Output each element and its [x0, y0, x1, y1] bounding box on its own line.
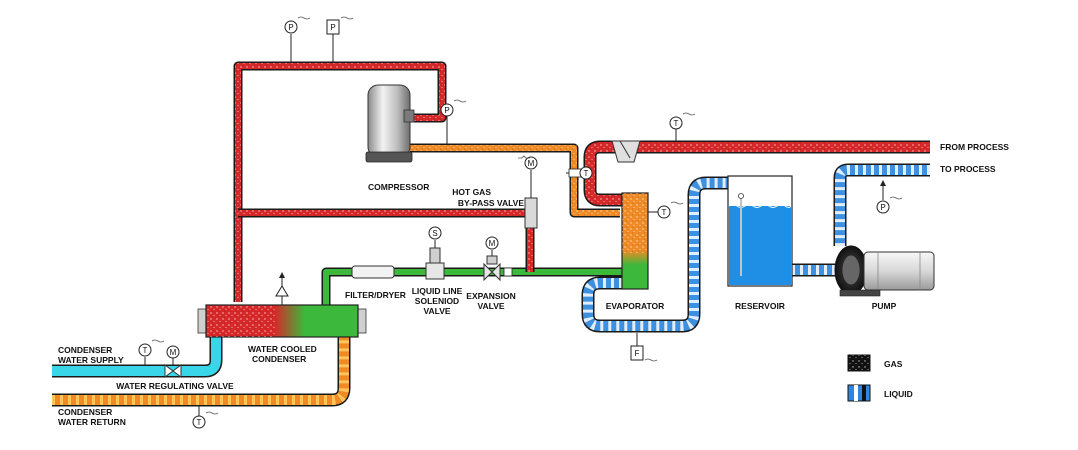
pressure-gauge-suction: P — [440, 99, 467, 144]
legend-liquid-label: LIQUID — [884, 389, 913, 399]
flow-icon — [630, 345, 644, 361]
pressure-gauge-discharge: P — [284, 16, 311, 62]
reservoir-label: RESERVOIR — [735, 301, 785, 311]
condenser-supply-fill — [52, 333, 221, 376]
svg-text:P: P — [330, 23, 335, 32]
svg-text:M: M — [528, 159, 535, 168]
legend: GAS LIQUID — [847, 354, 913, 402]
temperature-icon — [579, 166, 593, 180]
temperature-icon — [192, 415, 206, 429]
condenser-water-return-pipe — [52, 333, 351, 407]
compressor-label: COMPRESSOR — [368, 182, 429, 192]
temperature-icon — [657, 205, 671, 219]
regulating-motor-icon — [166, 345, 180, 359]
compressor: COMPRESSOR — [365, 84, 429, 192]
condenser-label-2: CONDENSER — [252, 354, 306, 364]
hot-gas-bypass-valve: M HOT GAS BY-PASS VALVE — [452, 155, 538, 229]
temperature-sensor-process-return: T — [669, 112, 696, 141]
svg-text:T: T — [143, 346, 148, 355]
filter-dryer-label: FILTER/DRYER — [345, 290, 406, 300]
expansion-label-2: VALVE — [477, 301, 504, 311]
pressure-icon — [284, 20, 298, 34]
solenoid-label-1: LIQUID LINE — [412, 286, 463, 296]
svg-text:T: T — [197, 418, 202, 427]
condenser-return-label-1: CONDENSER — [58, 407, 112, 417]
temperature-sensor-condenser-supply: T — [138, 339, 165, 366]
condenser-return-label-2: WATER RETURN — [58, 417, 126, 427]
suction-pipe — [410, 143, 620, 218]
hot-gas-discharge-pipe — [233, 61, 530, 302]
temperature-icon — [669, 116, 683, 130]
temperature-icon — [138, 343, 152, 357]
process-supply-pipe — [833, 163, 930, 246]
hot-gas-label-2: BY-PASS VALVE — [458, 198, 524, 208]
svg-text:F: F — [635, 349, 640, 358]
pump-label: PUMP — [872, 301, 897, 311]
svg-text:T: T — [674, 119, 679, 128]
svg-text:P: P — [880, 203, 885, 212]
to-process-label: TO PROCESS — [940, 164, 996, 174]
condenser-water-supply-pipe — [52, 333, 223, 378]
condenser-supply-label-1: CONDENSER — [58, 345, 112, 355]
water-regulating-valve: M WATER REGULATING VALVE — [116, 345, 234, 391]
expansion-valve: M EXPANSION VALVE — [466, 236, 516, 311]
liquid-line-fill — [323, 269, 622, 305]
filter-dryer: FILTER/DRYER — [345, 265, 406, 300]
temperature-sensor-condenser-return: T — [192, 406, 219, 429]
condenser-label-1: WATER COOLED — [248, 344, 317, 354]
legend-liquid: LIQUID — [847, 384, 913, 402]
reservoir-water — [729, 206, 791, 285]
svg-text:M: M — [170, 348, 177, 357]
solenoid-label-2: SOLENIOD — [415, 296, 459, 306]
from-process-label: FROM PROCESS — [940, 142, 1009, 152]
evaporator-label: EVAPORATOR — [606, 301, 665, 311]
svg-text:T: T — [662, 208, 667, 217]
svg-text:T: T — [584, 169, 589, 178]
pressure-gauge-process-supply: P — [876, 180, 903, 214]
water-cooled-condenser: WATER COOLED CONDENSER — [197, 304, 367, 364]
temperature-sensor-evaporator: T — [648, 201, 684, 219]
relief-valve-icon — [275, 272, 289, 305]
svg-text:S: S — [432, 229, 437, 238]
evaporator: EVAPORATOR — [606, 192, 665, 311]
flow-sensor: F — [630, 333, 658, 362]
pressure-switch-discharge: P — [326, 16, 354, 62]
condenser-supply-label-2: WATER SUPPLY — [58, 355, 124, 365]
legend-gas: GAS — [847, 354, 903, 372]
temperature-sensor-suction: T — [566, 166, 593, 180]
hot-gas-label-1: HOT GAS — [452, 187, 491, 197]
liquid-line-solenoid-valve: S LIQUID LINE SOLENIOD VALVE — [412, 226, 463, 316]
legend-gas-label: GAS — [884, 359, 903, 369]
water-regulating-valve-label: WATER REGULATING VALVE — [116, 381, 234, 391]
svg-text:P: P — [288, 23, 293, 32]
pressure-switch-icon — [326, 19, 340, 35]
evaporator-outlet-pipe — [581, 176, 728, 333]
solenoid-label-3: VALVE — [423, 306, 450, 316]
svg-text:P: P — [444, 106, 449, 115]
expansion-label-1: EXPANSION — [466, 291, 515, 301]
bypass-motor-icon — [524, 156, 538, 170]
strainer-icon — [611, 140, 641, 163]
solenoid-icon — [428, 226, 442, 240]
expansion-motor-icon — [485, 236, 499, 250]
reservoir: RESERVOIR — [727, 175, 793, 311]
pump: PUMP — [834, 245, 935, 311]
pressure-icon — [876, 200, 890, 214]
pressure-icon — [440, 103, 454, 117]
svg-text:M: M — [489, 239, 496, 248]
